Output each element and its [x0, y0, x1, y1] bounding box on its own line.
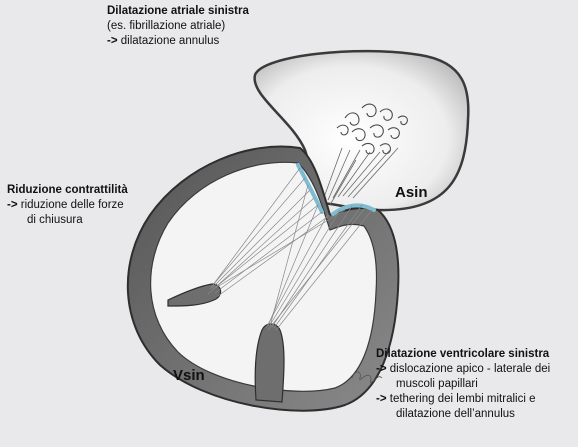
- contractility-annotation-line-1-text: riduzione delle forze: [21, 199, 124, 211]
- ventricular-annotation-line-3: -> tethering dei lembi mitralici e: [376, 392, 550, 407]
- ventricular-annotation-line-4: dilatazione dell’annulus: [376, 407, 550, 422]
- ventricular-annotation-title: Dilatazione ventricolare sinistra: [376, 347, 550, 362]
- atrial-annotation-line-2-text: dilatazione annulus: [121, 35, 219, 47]
- ventricle-label: Vsin: [173, 367, 205, 384]
- atrium-label: Asin: [395, 184, 428, 201]
- ventricular-annotation-line-1-text: dislocazione apico - laterale dei: [390, 363, 550, 375]
- papillary-muscle-posterior: [255, 324, 284, 402]
- ventricular-annotation: Dilatazione ventricolare sinistra -> dis…: [376, 347, 550, 422]
- arrow-glyph: ->: [107, 35, 118, 47]
- arrow-glyph: ->: [376, 393, 387, 405]
- contractility-annotation-title: Riduzione contrattilità: [7, 183, 128, 198]
- contractility-annotation-line-1: -> riduzione delle forze: [7, 198, 128, 213]
- atrial-annotation-line-2: -> dilatazione annulus: [107, 34, 249, 49]
- contractility-annotation: Riduzione contrattilità -> riduzione del…: [7, 183, 128, 228]
- ventricular-annotation-line-3-text: tethering dei lembi mitralici e: [390, 393, 536, 405]
- arrow-glyph: ->: [376, 363, 387, 375]
- ventricular-annotation-line-1: -> dislocazione apico - laterale dei: [376, 362, 550, 377]
- arrow-glyph: ->: [7, 199, 18, 211]
- ventricular-annotation-line-2: muscoli papillari: [376, 377, 550, 392]
- contractility-annotation-line-2: di chiusura: [7, 213, 128, 228]
- atrial-annotation-line-1: (es. fibrillazione atriale): [107, 19, 249, 34]
- atrial-annotation: Dilatazione atriale sinistra (es. fibril…: [107, 4, 249, 49]
- atrial-annotation-title: Dilatazione atriale sinistra: [107, 4, 249, 19]
